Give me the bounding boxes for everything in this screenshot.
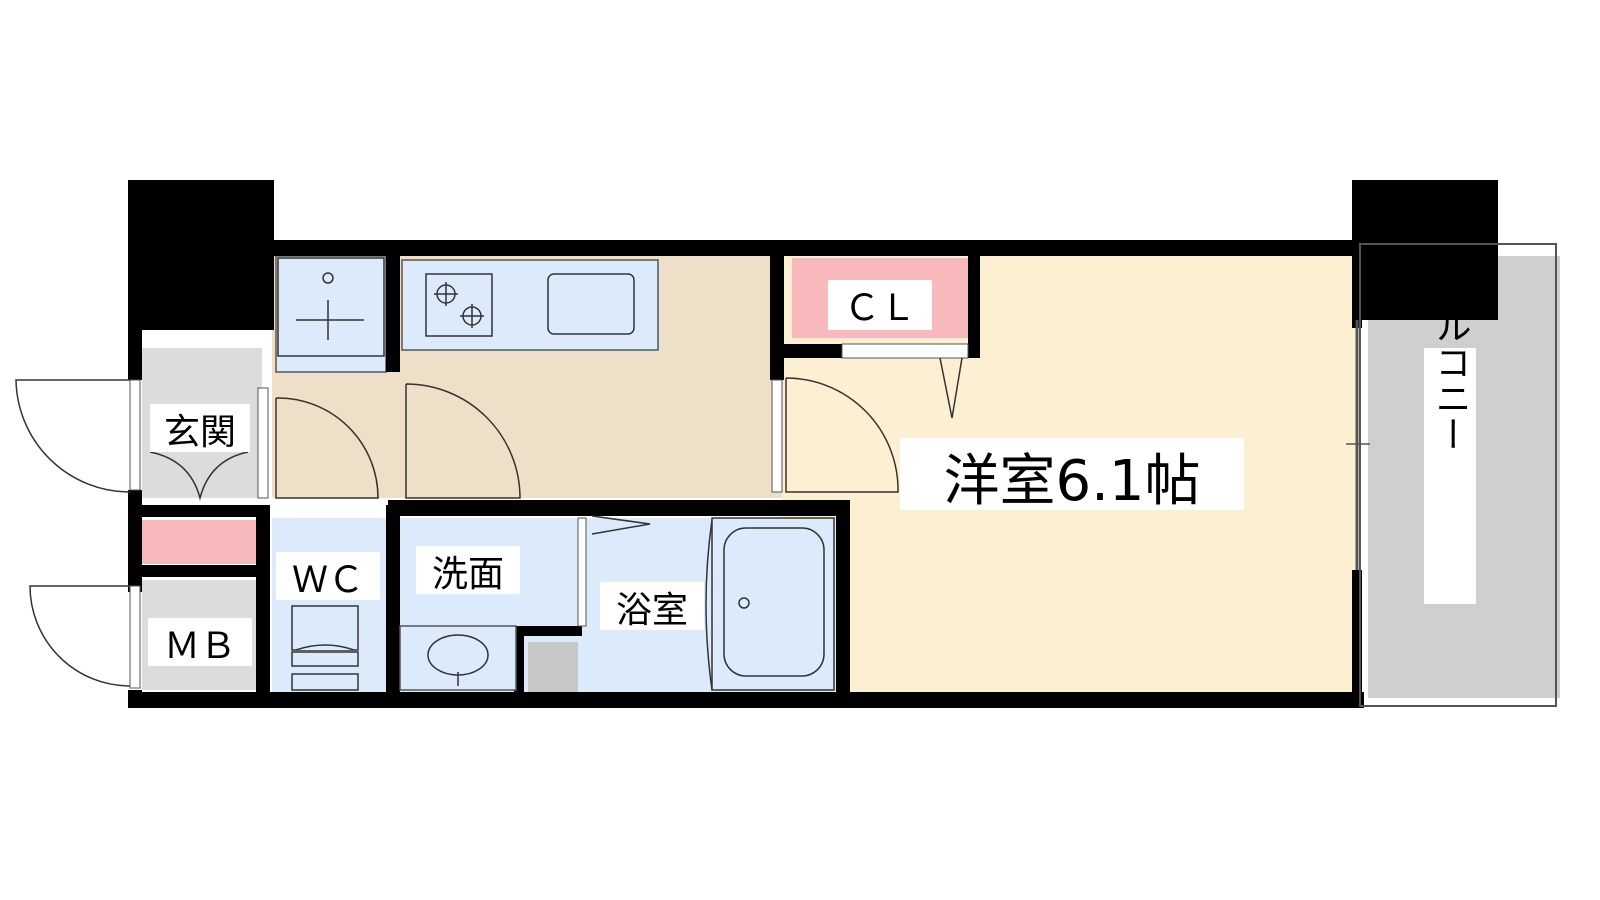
balcony-railing <box>1359 243 1557 707</box>
stove-icon <box>425 273 493 337</box>
toilet-icon <box>291 605 359 691</box>
toilet-label: ＷＣ <box>292 560 364 601</box>
walls <box>128 180 1498 708</box>
mb-door <box>29 585 131 687</box>
entrance-label: 玄関 <box>164 412 236 453</box>
pipe-shaft <box>528 642 578 692</box>
sink-icon <box>547 273 635 335</box>
washroom-label: 洗面 <box>432 554 504 595</box>
bathtub-icon <box>711 517 835 691</box>
room-door <box>785 377 899 493</box>
closet-label: ＣＬ <box>844 288 916 329</box>
washroom-door <box>405 383 521 499</box>
washer-space <box>275 255 387 373</box>
western-room-label: 洋室6.1帖 <box>943 449 1200 514</box>
hall-door <box>275 397 379 499</box>
meter-box-label: ＭＢ <box>164 626 236 667</box>
washbasin-icon <box>399 625 517 691</box>
doors <box>15 377 899 687</box>
front-door <box>15 379 131 493</box>
washing-machine-icon <box>277 257 385 357</box>
shoe-cabinet <box>142 520 256 564</box>
bathroom-label: 浴室 <box>616 590 688 631</box>
bath-door-marker <box>591 515 651 535</box>
closet-door-marker <box>939 357 963 419</box>
balcony-label: バルコニー <box>1430 272 1471 452</box>
